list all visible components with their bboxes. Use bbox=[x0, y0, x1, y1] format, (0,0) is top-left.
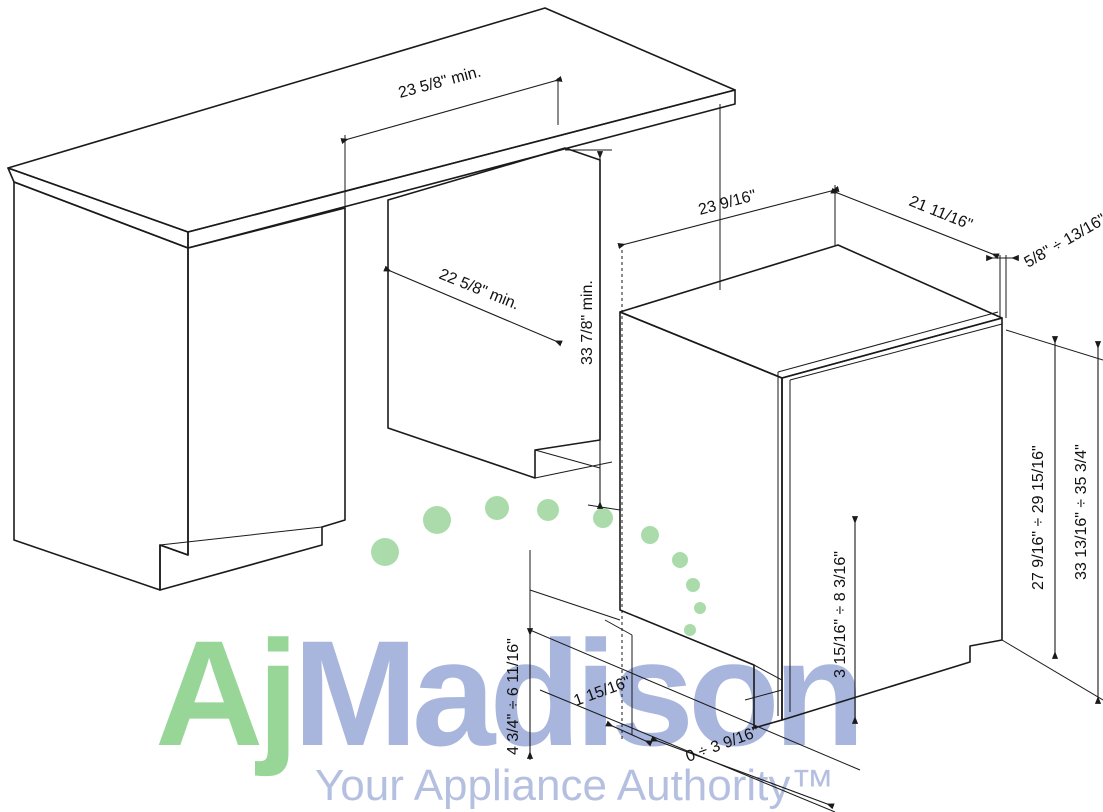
countertop-side bbox=[187, 89, 736, 249]
cabinet bbox=[7, 7, 736, 591]
watermark-brand: AjMadison bbox=[155, 609, 859, 777]
left-cabinet-front bbox=[159, 207, 346, 591]
label-niche-width: 23 5/8" min. bbox=[397, 63, 483, 101]
watermark-dots bbox=[371, 496, 706, 636]
left-cabinet-side bbox=[13, 181, 189, 591]
label-door-gap: 5/8" ÷ 13/16" bbox=[1022, 211, 1103, 271]
label-unit-width: 21 11/16" bbox=[907, 193, 975, 234]
dishwasher-unit bbox=[619, 244, 1003, 729]
countertop-front bbox=[7, 167, 189, 249]
label-unit-height: 27 9/16" ÷ 29 15/16" bbox=[1030, 445, 1047, 590]
label-overall-height: 33 13/16" ÷ 35 3/4" bbox=[1073, 444, 1090, 580]
unit-top bbox=[619, 244, 1003, 379]
label-unit-depth: 23 9/16" bbox=[697, 187, 758, 219]
label-toe-kick-height: 3 15/16" ÷ 8 3/16" bbox=[832, 551, 849, 678]
label-niche-height: 33 7/8" min. bbox=[579, 280, 596, 365]
watermark-tagline: Your Appliance Authority™ bbox=[315, 761, 834, 810]
label-plinth-height: 4 3/4" ÷ 6 11/16" bbox=[505, 638, 522, 755]
dimension-lines bbox=[340, 75, 1103, 812]
label-niche-depth: 22 5/8" min. bbox=[437, 266, 522, 314]
niche-back-wall bbox=[387, 147, 601, 479]
countertop-top bbox=[7, 7, 736, 233]
watermark: AjMadison Your Appliance Authority™ bbox=[155, 496, 865, 810]
